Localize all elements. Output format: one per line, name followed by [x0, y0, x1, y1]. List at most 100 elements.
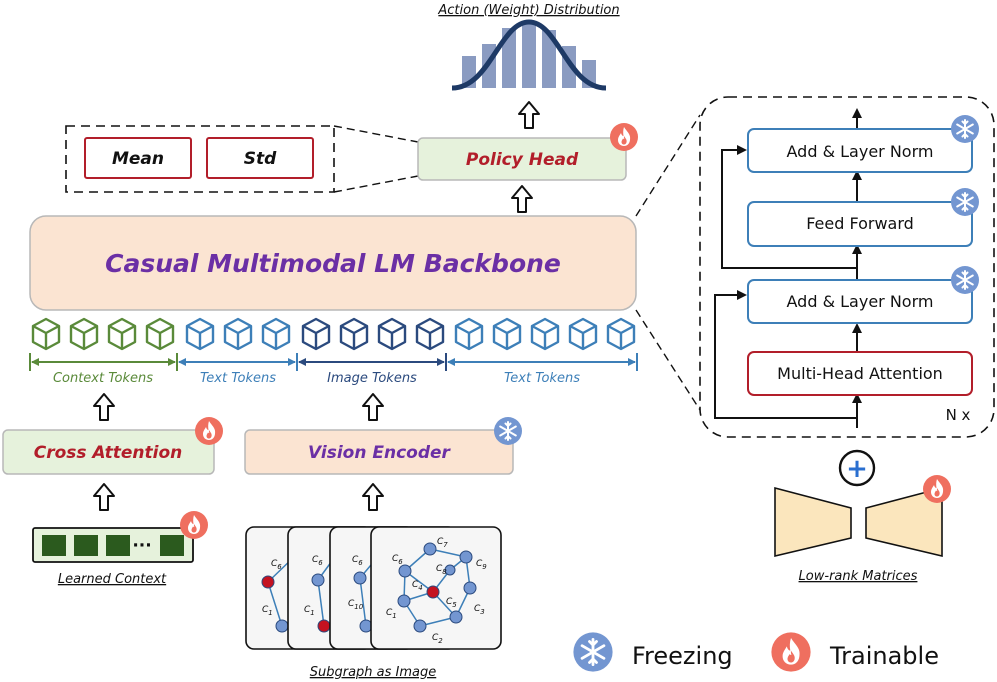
node-label-c4: C4 — [412, 580, 423, 592]
lm-backbone-box — [29, 215, 637, 311]
transformer-connections — [714, 108, 862, 428]
node-label-c1: C1 — [262, 605, 273, 617]
context-vector-cell — [106, 535, 130, 556]
learned-context-label: Learned Context — [58, 572, 167, 587]
distribution-title: Action (Weight) Distribution — [437, 3, 619, 18]
legend-fire-icon — [771, 632, 811, 672]
vision-encoder-to-tokens-arrow — [362, 393, 384, 421]
context-vector-cell — [160, 535, 184, 556]
node-label-c1: C1 — [386, 608, 397, 620]
node-label-c2: C2 — [432, 633, 443, 645]
text-token-cube — [530, 317, 560, 351]
context-token-span — [29, 353, 178, 371]
lm-backbone-label: Casual Multimodal LM Backbone — [105, 249, 561, 278]
plus-circle — [838, 449, 876, 487]
std-box — [206, 137, 314, 179]
context-token-cube — [107, 317, 137, 351]
node-label-c9: C9 — [476, 559, 487, 571]
feed-forward-box — [747, 201, 973, 247]
cross-attention-fire-icon — [195, 417, 223, 445]
node-label-c6: C6 — [392, 554, 403, 566]
image-token-cube — [301, 317, 331, 351]
legend-trainable-label: Trainable — [829, 642, 939, 670]
image-token-cube — [377, 317, 407, 351]
cross-attention-to-tokens-arrow — [93, 393, 115, 421]
vision-encoder-box — [244, 429, 514, 475]
cross-attention-label: Cross Attention — [34, 443, 183, 463]
text-token-span-left — [178, 353, 298, 371]
context-vector-cell — [42, 535, 66, 556]
text-token-cube — [492, 317, 522, 351]
vision-encoder-label: Vision Encoder — [308, 443, 452, 463]
text-tokens-left-label: Text Tokens — [200, 371, 276, 386]
policy-to-output-arrow — [518, 101, 540, 129]
image-token-span — [298, 353, 447, 371]
multi-head-attention-label: Multi-Head Attention — [777, 364, 943, 383]
node-label-c7: C7 — [437, 537, 448, 549]
text-token-cube — [568, 317, 598, 351]
node-label-c3: C3 — [474, 604, 485, 616]
image-token-cube — [339, 317, 369, 351]
node-label-c6: C6 — [352, 555, 363, 567]
lora-up-matrix — [865, 486, 943, 558]
lora-label: Low-rank Matrices — [799, 569, 918, 584]
feed-forward-snowflake-icon — [950, 187, 980, 217]
distribution-icon — [451, 19, 607, 91]
policy-zoom-line-bottom — [333, 175, 419, 193]
subgraph-label: Subgraph as Image — [310, 665, 437, 680]
node-label-c10: C10 — [348, 599, 364, 611]
text-token-cubes-left — [185, 317, 291, 351]
text-token-span-right — [447, 353, 638, 371]
add-norm-bottom-label: Add & Layer Norm — [787, 292, 934, 311]
learned-context-fire-icon — [180, 511, 208, 539]
lora-fire-icon — [923, 475, 951, 503]
subgraph-image-4-content: C6 C7 C9 C8 C4 C5 C3 C1 C2 — [386, 537, 487, 645]
text-tokens-right-label: Text Tokens — [504, 371, 580, 386]
policy-head-label: Policy Head — [466, 150, 579, 170]
legend-snowflake-icon — [572, 631, 614, 673]
node-label-c1: C1 — [304, 605, 315, 617]
add-norm-top-label: Add & Layer Norm — [787, 142, 934, 161]
context-token-cube — [145, 317, 175, 351]
subgraph-image-stack: C6 C1 C6 C1 C6 C10 — [245, 526, 502, 650]
plus-sign: + — [846, 454, 868, 484]
text-token-cube — [185, 317, 215, 351]
add-norm-top-snowflake-icon — [950, 114, 980, 144]
multi-head-attention-box — [747, 351, 973, 396]
image-tokens-label: Image Tokens — [327, 371, 417, 386]
context-tokens-label: Context Tokens — [53, 371, 153, 386]
legend-freezing-label: Freezing — [632, 642, 733, 670]
policy-output-box — [65, 125, 335, 193]
cross-attention-box — [2, 429, 215, 475]
image-to-vision-encoder-arrow — [362, 483, 384, 511]
add-norm-top-box — [747, 128, 973, 173]
policy-zoom-line-top — [333, 125, 419, 143]
context-to-cross-attention-arrow — [93, 483, 115, 511]
lora-down-matrix — [774, 486, 852, 558]
backbone-zoom-line-bottom — [635, 309, 701, 411]
repeat-count-label: N x — [946, 406, 971, 424]
add-norm-bottom-snowflake-icon — [950, 265, 980, 295]
text-token-cube — [606, 317, 636, 351]
context-token-cube — [31, 317, 61, 351]
node-label-c5: C5 — [446, 597, 457, 609]
policy-head-fire-icon — [610, 123, 638, 151]
vision-encoder-snowflake-icon — [493, 416, 523, 446]
text-token-cube — [261, 317, 291, 351]
add-norm-bottom-box — [747, 279, 973, 324]
text-token-cube — [454, 317, 484, 351]
context-vector-cell — [74, 535, 98, 556]
text-token-cubes-right — [454, 317, 636, 351]
image-token-cube — [415, 317, 445, 351]
node-label-c6: C6 — [271, 559, 282, 571]
backbone-zoom-line-top — [635, 114, 701, 217]
feed-forward-label: Feed Forward — [806, 214, 914, 233]
context-token-cubes — [31, 317, 175, 351]
mean-label: Mean — [112, 149, 164, 169]
context-vector-ellipsis: ··· — [132, 536, 151, 556]
backbone-to-policy-arrow — [511, 185, 533, 213]
text-token-cube — [223, 317, 253, 351]
std-label: Std — [244, 149, 277, 169]
policy-head-box — [417, 137, 627, 181]
